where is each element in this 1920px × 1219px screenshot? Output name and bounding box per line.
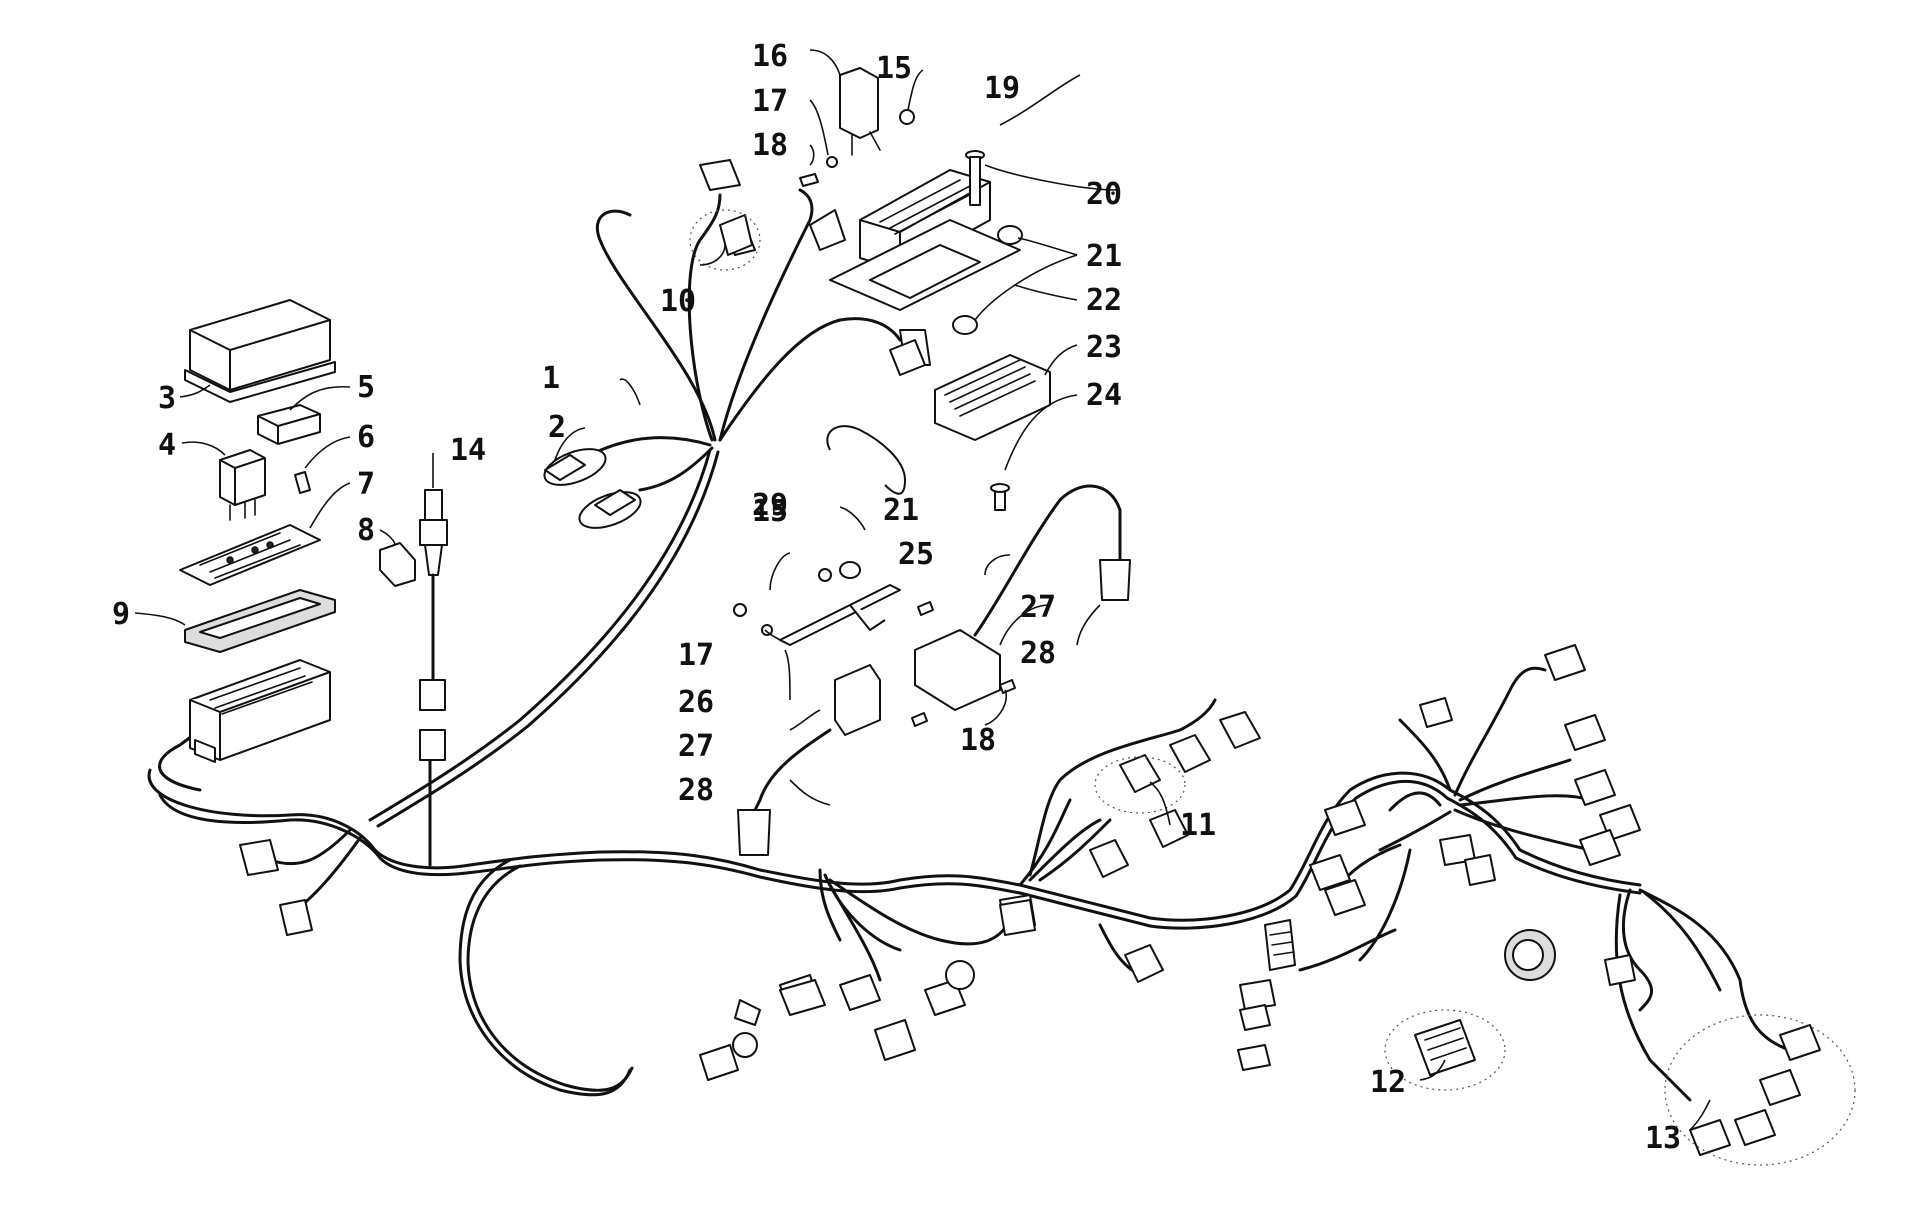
callout-6: 6 [357, 420, 375, 455]
callout-9: 9 [112, 597, 130, 632]
ignition-coil-upper [914, 484, 1131, 711]
callout-21b: 21 [883, 493, 919, 528]
relay-16 [839, 67, 881, 156]
callout-25: 25 [898, 537, 934, 572]
callout-11: 11 [1180, 808, 1216, 843]
callout-15b: 15 [752, 494, 788, 529]
group-10-outline [689, 209, 761, 271]
callout-2: 2 [548, 410, 566, 445]
callout-21: 21 [1086, 239, 1122, 274]
connectors-13 [1604, 954, 1821, 1156]
callout-29: 29 [752, 488, 788, 523]
callout-7: 7 [357, 467, 375, 502]
screw-24 [990, 483, 1010, 511]
screw-20 [965, 150, 985, 206]
ignition-coil-lower [737, 664, 881, 856]
callout-10: 10 [660, 284, 696, 319]
relay-4 [219, 449, 266, 521]
callout-16: 16 [752, 39, 788, 74]
center-connectors [779, 899, 1036, 1061]
right-cluster-connectors [1239, 644, 1641, 1011]
callout-18: 18 [752, 128, 788, 163]
connector-8 [379, 542, 416, 587]
connector-2 [543, 448, 642, 529]
o2-sensor [419, 489, 448, 761]
callout-8: 8 [357, 513, 375, 548]
nuts-21 [839, 225, 1023, 579]
small-hardware [733, 109, 1016, 727]
callout-3: 3 [158, 381, 176, 416]
callout-5: 5 [357, 370, 375, 405]
callout-27b: 27 [678, 729, 714, 764]
fuse-6 [294, 471, 311, 494]
mounting-plate [829, 219, 1021, 311]
callout-12: 12 [1370, 1065, 1406, 1100]
callout-24: 24 [1086, 378, 1122, 413]
callout-26: 26 [678, 685, 714, 720]
leader-lines [134, 49, 1711, 1131]
fuse-box-cover [184, 299, 336, 403]
callout-1: 1 [542, 361, 560, 396]
callout-27a: 27 [1020, 590, 1056, 625]
callout-18b: 18 [960, 723, 996, 758]
fuse-box-base [189, 659, 331, 763]
circuit-board [179, 524, 321, 586]
callout-28b: 28 [678, 773, 714, 808]
group-12-outline [1384, 1009, 1506, 1091]
callout-17: 17 [752, 84, 788, 119]
callout-14: 14 [450, 433, 486, 468]
callout-28a: 28 [1020, 636, 1056, 671]
voltage-regulator [889, 339, 1051, 441]
clamp-29 [826, 425, 906, 495]
bracket-26 [779, 584, 901, 646]
callout-15: 15 [876, 51, 912, 86]
callout-labels: 1 2 3 4 5 6 7 8 9 10 11 12 13 14 15 16 1… [112, 39, 1681, 1156]
fuse-box-gasket [184, 589, 336, 653]
group-13-outline [1664, 1014, 1856, 1166]
lower-left-connectors [239, 839, 819, 1081]
connector-12 [1237, 919, 1556, 1076]
callout-22: 22 [1086, 283, 1122, 318]
callout-20: 20 [1086, 177, 1122, 212]
callout-4: 4 [158, 428, 176, 463]
ecu-module [859, 169, 991, 271]
callout-23: 23 [1086, 330, 1122, 365]
connectors-11 [999, 711, 1261, 983]
group-11-outline [1094, 756, 1186, 814]
relay-5 [257, 404, 321, 445]
callout-13: 13 [1645, 1121, 1681, 1156]
callout-19: 19 [984, 71, 1020, 106]
callout-17b: 17 [678, 638, 714, 673]
